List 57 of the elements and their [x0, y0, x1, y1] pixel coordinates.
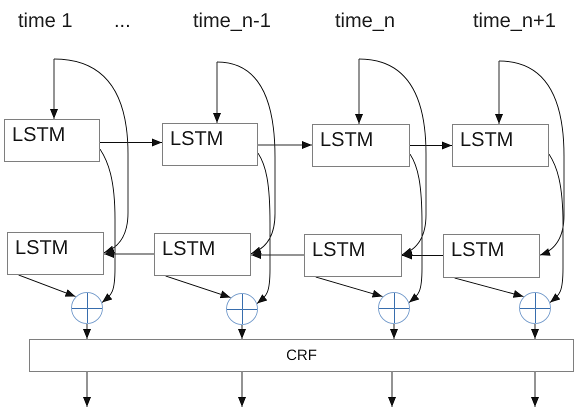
process-box [452, 124, 549, 167]
process-box [154, 233, 251, 276]
arrow [355, 58, 363, 124]
column-label: time_n [335, 11, 396, 31]
node-label: LSTM [170, 129, 224, 149]
column-label: time_n+1 [473, 11, 556, 31]
arrow [213, 62, 221, 124]
process-box [312, 124, 410, 167]
sum-circle [519, 292, 551, 324]
arrow [390, 324, 398, 340]
column-label: ... [114, 11, 131, 31]
arrow [258, 141, 312, 149]
arrow [250, 251, 304, 259]
arrow [50, 58, 58, 120]
column-label: time_n-1 [193, 11, 271, 31]
curved-arrow [256, 152, 270, 304]
arrow [238, 324, 246, 340]
node-label: LSTM [12, 125, 66, 145]
arrow [495, 60, 503, 124]
process-box [7, 232, 104, 275]
arrow [104, 250, 154, 258]
process-box [4, 119, 100, 162]
curved-arrow [216, 62, 276, 254]
arrow [531, 324, 539, 340]
column-label: time 1 [18, 11, 72, 31]
curved-arrow [498, 60, 564, 256]
process-box [162, 123, 258, 166]
arrow [410, 142, 452, 150]
sum-circle [226, 293, 258, 325]
arrow [454, 278, 524, 298]
arrow [83, 324, 91, 340]
node-label: LSTM [460, 130, 514, 150]
arrow [315, 276, 383, 298]
node-label: LSTM [451, 240, 504, 260]
curved-arrow [408, 154, 422, 304]
node-label: LSTM [320, 130, 374, 150]
curved-arrow [54, 58, 128, 254]
process-box [304, 234, 402, 277]
arrow [402, 252, 444, 260]
layer-bar [29, 339, 574, 372]
node-label: CRF [286, 348, 317, 363]
process-box [443, 234, 540, 278]
arrow [100, 138, 162, 146]
curved-arrow [358, 58, 426, 256]
arrow [388, 372, 396, 408]
arrow [18, 274, 76, 297]
arrow [83, 372, 91, 408]
arrow [165, 276, 231, 298]
curved-arrow [100, 148, 116, 304]
node-label: LSTM [162, 239, 216, 259]
node-label: LSTM [15, 238, 68, 258]
curved-arrow [548, 154, 564, 304]
arrow [238, 372, 246, 408]
sum-circle [378, 292, 410, 324]
sum-circle [71, 292, 103, 324]
node-label: LSTM [312, 240, 366, 260]
arrow [531, 372, 539, 408]
